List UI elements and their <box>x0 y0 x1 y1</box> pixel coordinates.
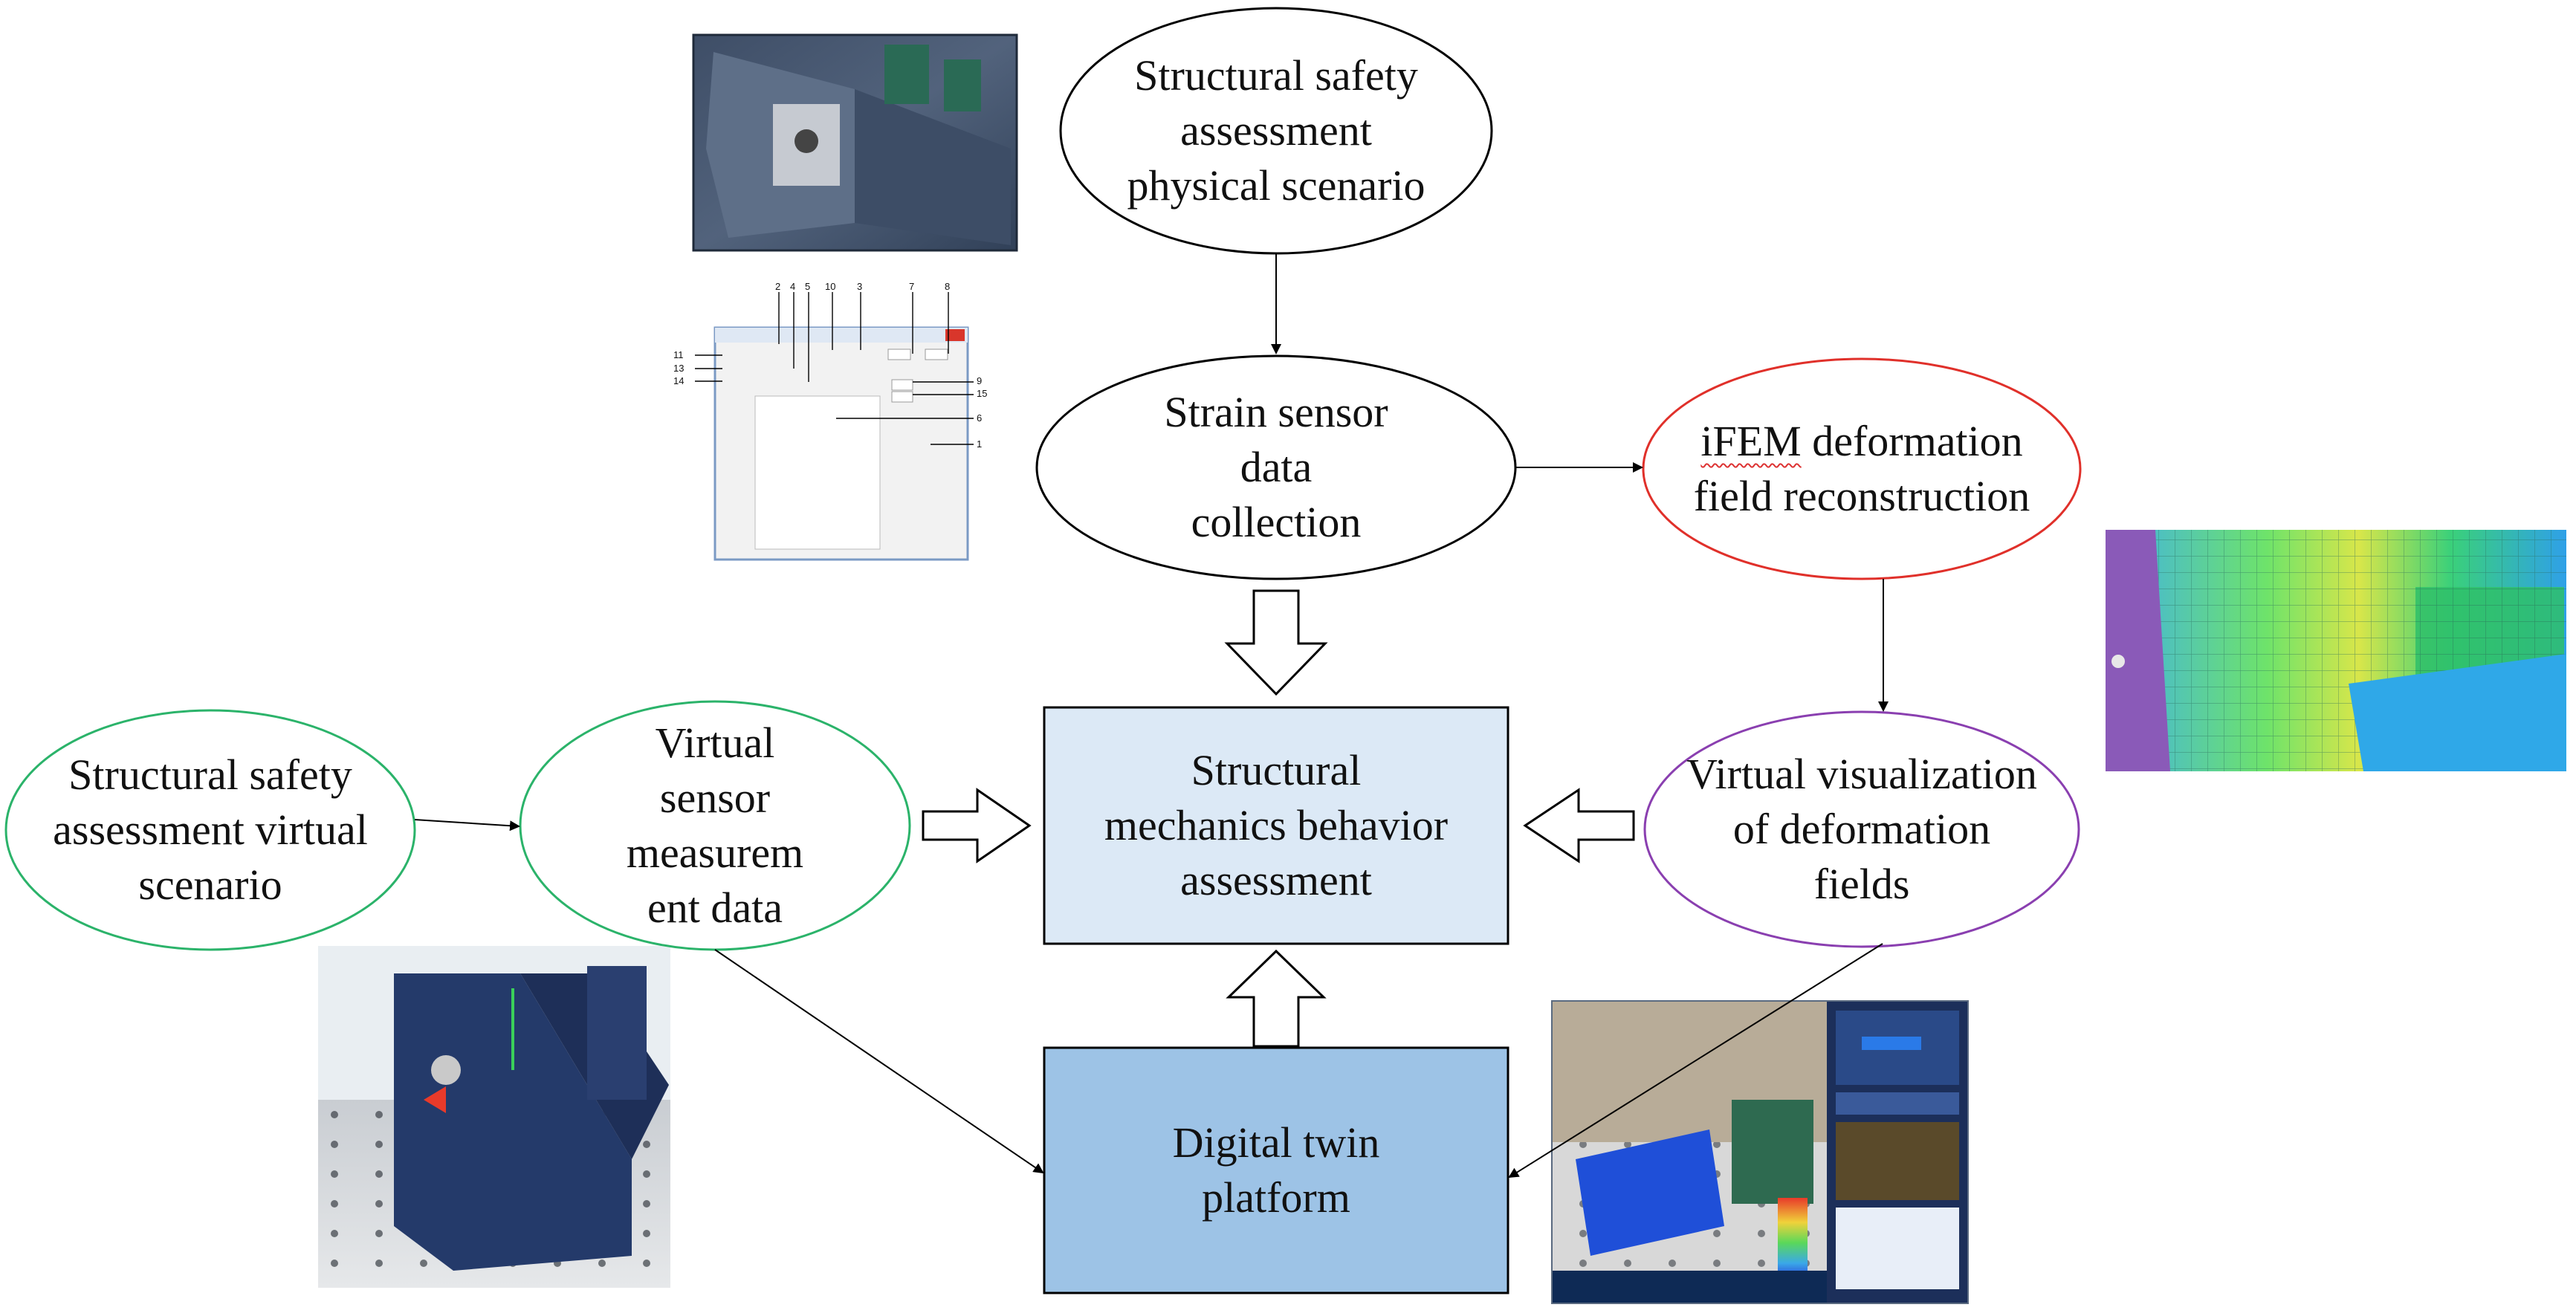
callout-number: 2 <box>775 281 781 292</box>
callout-number: 13 <box>673 363 685 374</box>
virtual-scenario-render <box>318 946 670 1288</box>
digital-twin-box <box>1043 1046 1509 1294</box>
block-arrow-left <box>1523 788 1635 863</box>
physical-scenario-photo <box>692 33 1018 252</box>
arrow-visualization-to-twin <box>1508 943 1883 1179</box>
callout-number: 15 <box>977 388 988 399</box>
callout-number: 11 <box>673 349 684 360</box>
virtual-visualization-node <box>1643 710 2080 948</box>
virtual-scenario-node <box>4 709 416 951</box>
assessment-box <box>1043 706 1509 945</box>
deformation-field-rendering <box>2106 530 2566 771</box>
block-arrow-right <box>922 788 1032 863</box>
software-window-screenshot <box>695 292 974 561</box>
callout-number: 6 <box>977 412 983 424</box>
callout-number: 9 <box>977 375 983 386</box>
callout-number: 8 <box>945 281 951 292</box>
ifem-reconstruction-node <box>1642 357 2082 580</box>
block-arrow-up <box>1226 949 1327 1048</box>
callout-number: 4 <box>790 281 796 292</box>
callout-number: 3 <box>857 281 863 292</box>
callout-number: 7 <box>909 281 915 292</box>
callout-number: 1 <box>977 438 983 450</box>
block-arrow-down <box>1224 589 1328 696</box>
callout-number: 14 <box>673 375 685 386</box>
callout-number: 10 <box>825 281 836 292</box>
arrow-sensor-to-twin <box>714 949 1044 1174</box>
callout-number: 5 <box>805 281 811 292</box>
arrow-scenario-to-sensor <box>414 819 520 832</box>
digital-twin-screenshot <box>1551 1000 1969 1304</box>
